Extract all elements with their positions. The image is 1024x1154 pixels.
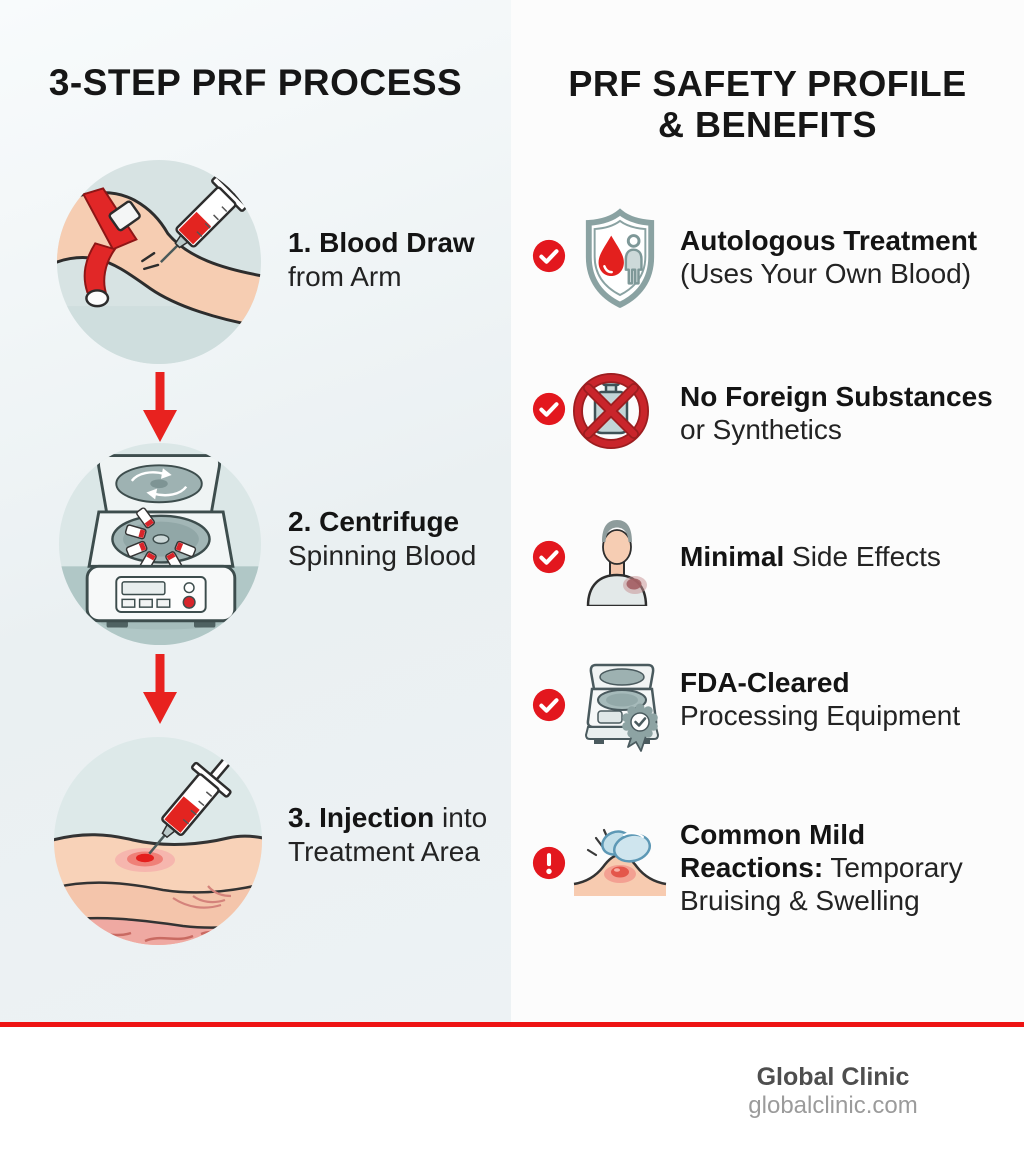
step3-illustration	[53, 736, 263, 946]
step1-title: 1. Blood Draw	[288, 227, 475, 258]
step2-title: 2. Centrifuge	[288, 506, 460, 537]
benefit-no-foreign: No Foreign Substances or Synthetics	[680, 381, 993, 445]
benefit-autologous: Autologous Treatment (Uses Your Own Bloo…	[680, 225, 978, 289]
no-foreign-substances-icon	[572, 371, 650, 449]
step2-label: 2. Centrifuge Spinning Blood	[288, 505, 508, 573]
website-url: globalclinic.com	[748, 1092, 918, 1119]
safety-title-line2: & BENEFITS	[657, 104, 877, 145]
brand-name: Global Clinic	[756, 1063, 910, 1091]
footer-brand-block: Global Clinic globalclinic.com	[631, 1062, 1024, 1119]
centrifuge-illustration	[58, 442, 262, 646]
step3-subtitle: Treatment Area	[288, 836, 480, 867]
safety-panel	[511, 0, 1024, 1024]
red-divider-line	[0, 1022, 1024, 1027]
benefit-minimal-side-effects: Minimal Side Effects	[680, 541, 941, 572]
process-title: 3-STEP PRF PROCESS	[48, 62, 463, 103]
down-arrow-icon	[140, 370, 180, 444]
benefit-fda-cleared: FDA-Cleared Processing Equipment	[680, 667, 961, 731]
check-badge-icon	[532, 239, 566, 273]
down-arrow-icon	[140, 652, 180, 726]
blood-draw-arm-illustration	[56, 159, 262, 365]
safety-title-line1: PRF SAFETY PROFILE	[568, 63, 967, 104]
step2-subtitle: Spinning Blood	[288, 540, 477, 571]
step1-illustration	[56, 159, 262, 365]
step3-title: 3. Injection	[288, 802, 435, 833]
fda-equipment-icon	[574, 659, 670, 755]
step2-illustration	[58, 442, 262, 646]
check-badge-icon	[532, 540, 566, 574]
benefit-mild-reactions: Common Mild Reactions: Temporary Bruisin…	[680, 819, 963, 916]
person-bruise-icon	[578, 514, 656, 606]
step1-label: 1. Blood Draw from Arm	[288, 226, 508, 294]
shield-blood-person-icon	[581, 207, 659, 309]
step1-subtitle: from Arm	[288, 261, 402, 292]
step3-label: 3. Injection into Treatment Area	[288, 801, 508, 869]
injection-skin-illustration	[54, 737, 262, 945]
footer	[0, 1027, 1024, 1154]
safety-title: PRF SAFETY PROFILE & BENEFITS	[511, 63, 1024, 145]
check-badge-icon	[532, 688, 566, 722]
alert-badge-icon	[532, 846, 566, 880]
check-badge-icon	[532, 392, 566, 426]
ice-pack-swelling-icon	[570, 822, 670, 896]
